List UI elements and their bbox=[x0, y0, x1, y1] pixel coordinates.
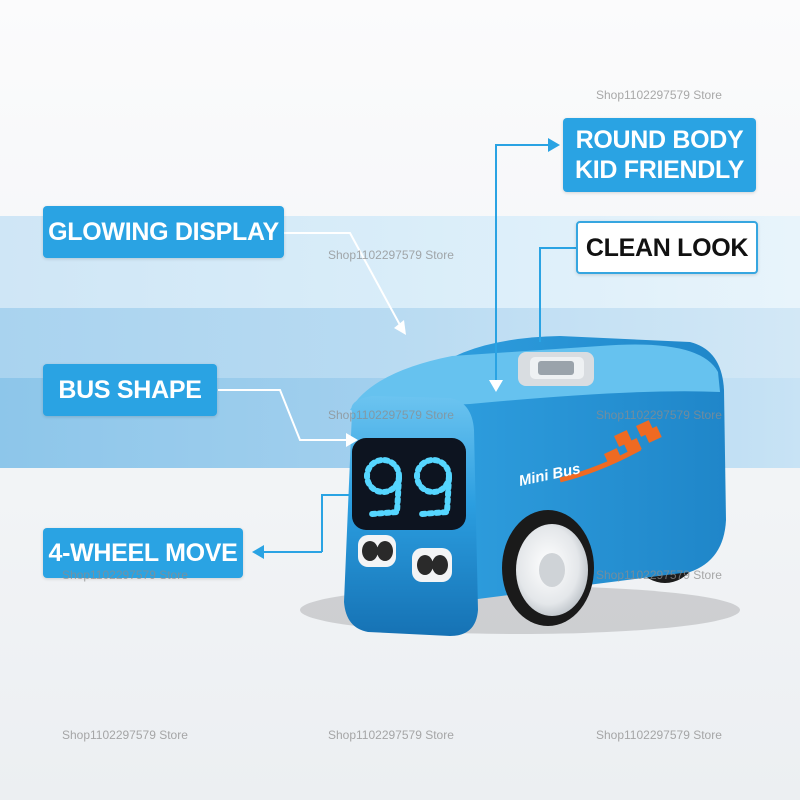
watermark: Shop1102297579 Store bbox=[596, 568, 722, 582]
bus-body-side bbox=[430, 336, 726, 600]
callout-bus-shape-text: BUS SHAPE bbox=[58, 376, 202, 404]
callout-bus-shape: BUS SHAPE bbox=[43, 364, 217, 416]
watermark: Shop1102297579 Store bbox=[62, 728, 188, 742]
callout-connectors bbox=[218, 144, 578, 552]
callout-round-body: ROUND BODY KID FRIENDLY bbox=[563, 118, 756, 192]
watermark: Shop1102297579 Store bbox=[596, 88, 722, 102]
watermark: Shop1102297579 Store bbox=[62, 568, 188, 582]
watermark: Shop1102297579 Store bbox=[328, 248, 454, 262]
watermark: Shop1102297579 Store bbox=[328, 408, 454, 422]
checkered-decal bbox=[559, 420, 662, 483]
watermark: Shop1102297579 Store bbox=[596, 728, 722, 742]
callout-glowing-display: GLOWING DISPLAY bbox=[43, 206, 284, 258]
callout-clean-look-text: CLEAN LOOK bbox=[585, 233, 749, 262]
arrow-heads bbox=[252, 138, 560, 559]
callout-four-wheel-move: 4-WHEEL MOVE bbox=[43, 528, 243, 578]
front-vents bbox=[358, 535, 452, 582]
watermark: Shop1102297579 Store bbox=[596, 408, 722, 422]
callout-clean-look: CLEAN LOOK bbox=[576, 221, 758, 274]
callout-glowing-display-text: GLOWING DISPLAY bbox=[48, 218, 279, 246]
roof-sensor bbox=[518, 352, 594, 386]
watermark: Shop1102297579 Store bbox=[328, 728, 454, 742]
callout-four-wheel-move-text: 4-WHEEL MOVE bbox=[48, 539, 238, 567]
callout-round-body-line2: KID FRIENDLY bbox=[574, 156, 745, 184]
callout-round-body-line1: ROUND BODY bbox=[575, 126, 744, 154]
front-wheel bbox=[502, 510, 594, 626]
